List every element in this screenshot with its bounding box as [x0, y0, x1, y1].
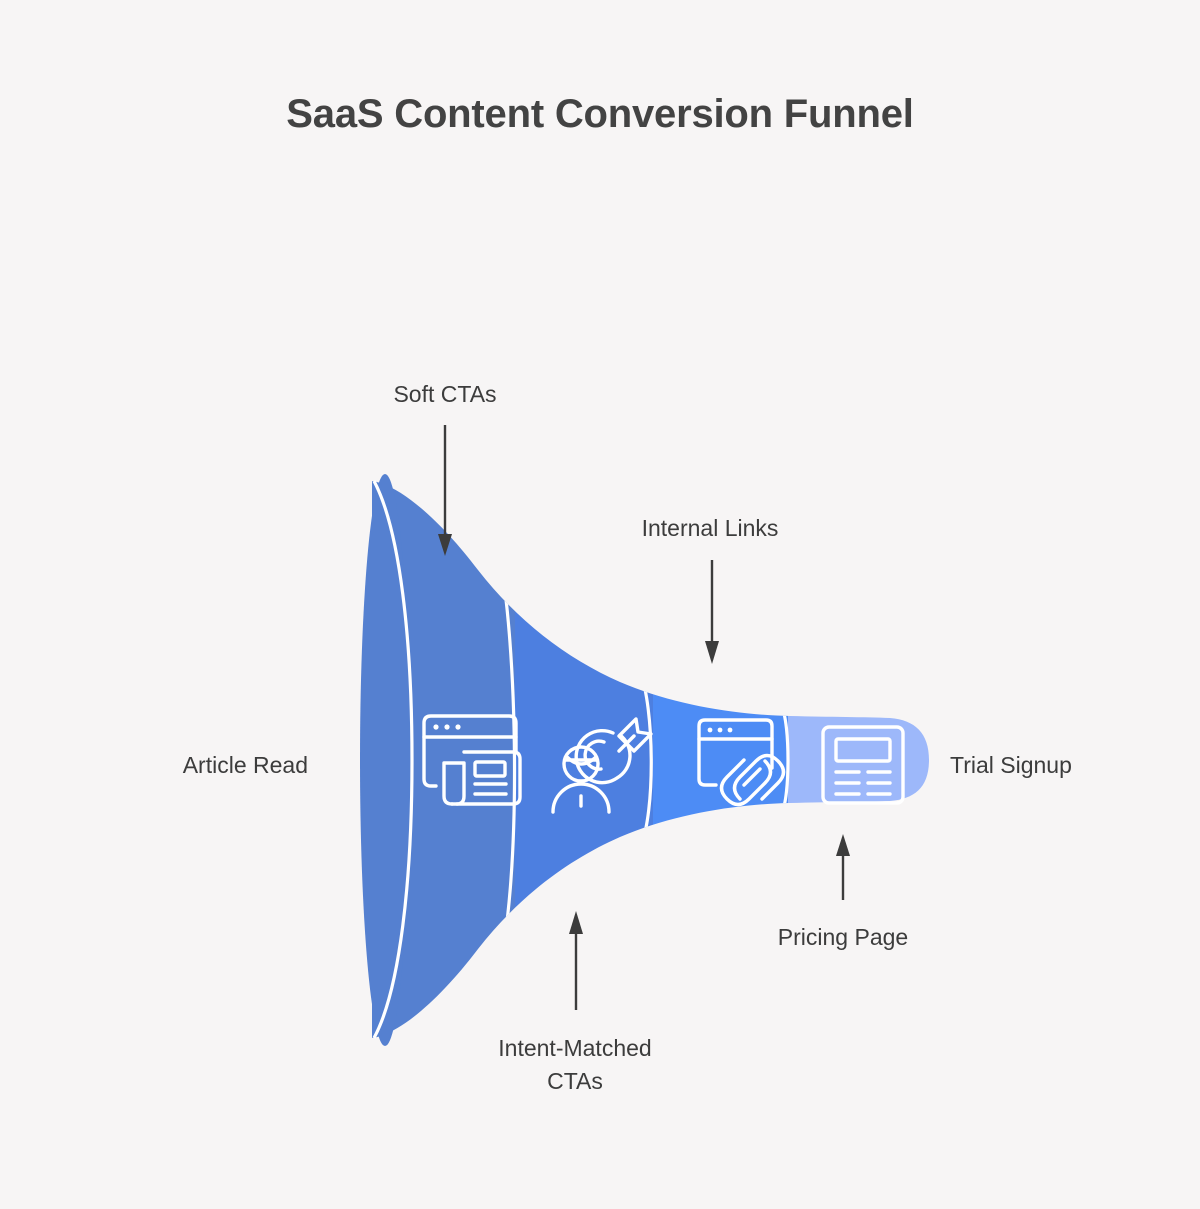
- stage-annotation-intent-matched-ctas: Intent-Matched CTAs: [498, 1035, 652, 1094]
- leader-arrow-intent-matched-ctas: [569, 911, 583, 1010]
- funnel-exit-label: Trial Signup: [950, 752, 1072, 778]
- leader-arrow-internal-links: [705, 560, 719, 664]
- pricing-table-icon: [821, 725, 905, 805]
- browser-link-icon: [697, 718, 786, 807]
- funnel-segment-3: [653, 481, 788, 1038]
- stage-annotation-soft-ctas: Soft CTAs: [393, 381, 497, 407]
- page-title: SaaS Content Conversion Funnel: [286, 92, 914, 136]
- funnel-entry-label: Article Read: [182, 752, 308, 778]
- leader-arrow-soft-ctas: [438, 425, 452, 556]
- browser-article-icon: [422, 714, 522, 806]
- stage-annotation-internal-links: Internal Links: [641, 515, 779, 541]
- funnel-mouth: [360, 474, 410, 1046]
- leader-arrow-pricing-page: [836, 834, 850, 900]
- stage-annotation-pricing-page: Pricing Page: [777, 924, 909, 950]
- funnel-mouth-rim: [372, 480, 414, 1039]
- target-audience-icon: [551, 717, 653, 814]
